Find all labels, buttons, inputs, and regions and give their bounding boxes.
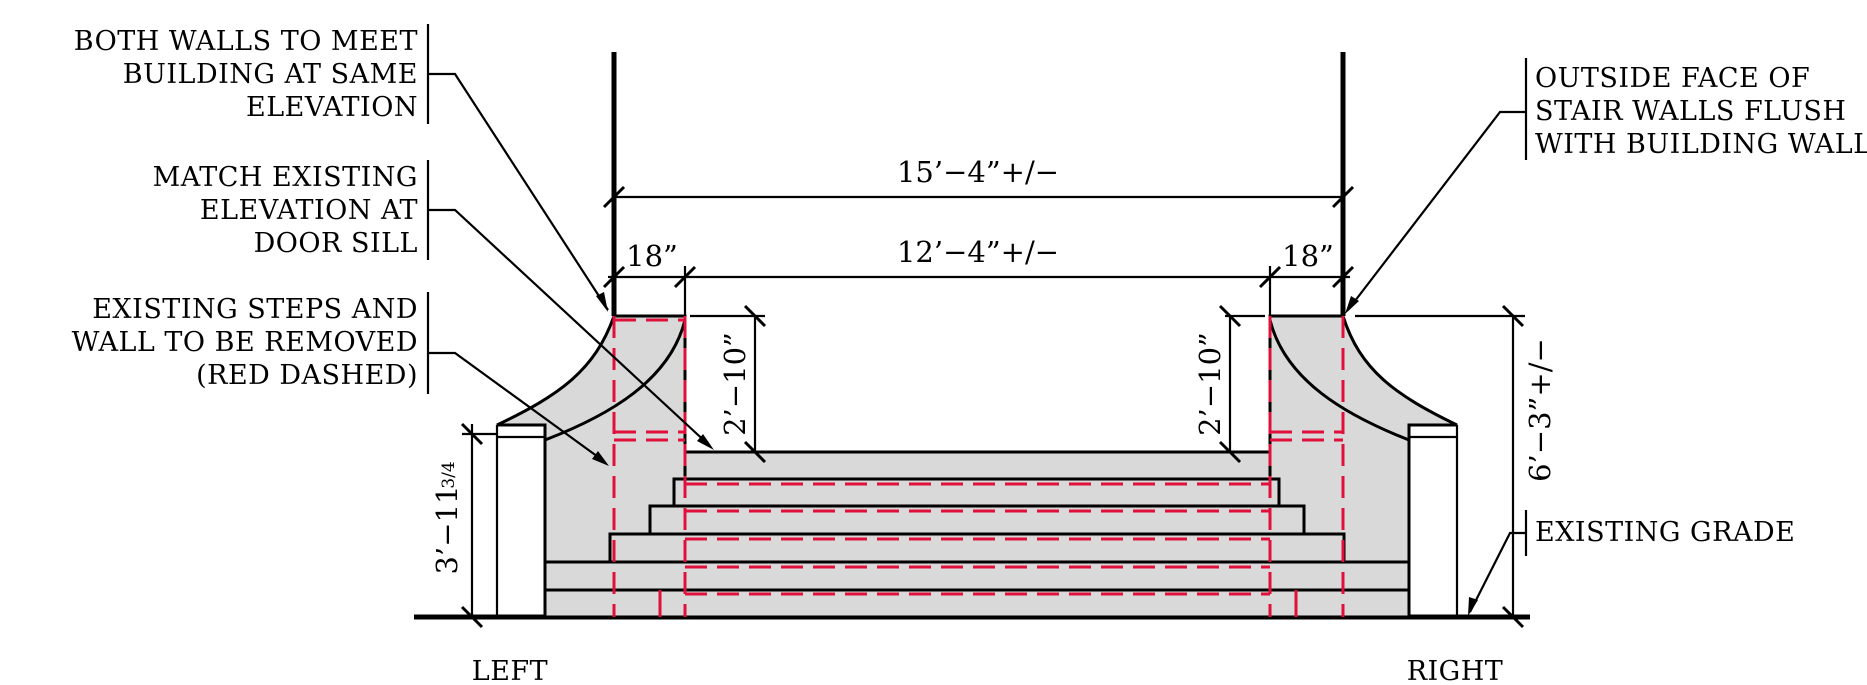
inner-width-label: 12’−4”+/− [897,235,1059,269]
overall-width-tick-right [1331,185,1355,209]
note-outside-face-line-1: OUTSIDE FACE OF [1535,63,1810,94]
left-rise-label: 2’−10” [718,332,752,436]
note-both-walls-leader [428,72,609,311]
total-height-label: 6’−3”+/− [1523,338,1557,482]
left-rise-tick-bot [743,440,767,464]
note-match-existing-line-1: MATCH EXISTING [153,162,418,193]
note-both-walls-line-1: BOTH WALLS TO MEET [74,26,418,57]
note-outside-face-leader [1347,110,1526,311]
note-existing-steps-leader [428,351,606,463]
left-rise-tick-top [743,304,767,328]
note-outside-face-line-2: STAIR WALLS FLUSH [1535,96,1846,127]
note-outside-face-line-3: WITH BUILDING WALL [1535,129,1867,160]
note-existing-steps-line-1: EXISTING STEPS AND [92,294,418,325]
landing [683,450,1272,481]
note-both-walls-line-2: BUILDING AT SAME [123,59,418,90]
note-existing-steps-arrow [592,451,609,466]
total-height-tick-top [1501,304,1525,328]
note-match-existing-line-2: ELEVATION AT [200,195,418,226]
note-existing-steps-line-2: WALL TO BE REMOVED [72,327,418,358]
view-label-right: RIGHT [1407,656,1504,685]
view-label-left: LEFT [472,656,548,685]
left-wall-cap-inner-curve [544,319,687,442]
overall-width-tick-left [602,185,626,209]
inner-width-tick-4 [1331,265,1355,289]
note-both-walls-arrow [596,292,608,312]
right-rise-label: 2’−10” [1193,332,1227,436]
inner-width-tick-1 [602,265,626,289]
right-wall-thickness-label: 18” [1282,239,1334,273]
note-match-existing-line-3: DOOR SILL [254,228,418,259]
note-existing-grade-arrow [1468,597,1478,616]
end-wall-tick-bot [460,605,484,629]
note-existing-grade-leader [1469,531,1526,613]
right-wall-cap-inner-curve [1268,319,1410,442]
left-wall-thickness-label: 18” [626,239,678,273]
right-rise-tick-bot [1218,440,1242,464]
note-outside-face-arrow [1345,296,1359,314]
total-height-tick-bot [1501,605,1525,629]
end-wall-height-label: 3’−11 [430,486,464,575]
note-existing-grade-label: EXISTING GRADE [1535,517,1795,548]
right-rise-tick-top [1218,304,1242,328]
end-wall-height-fraction: 3/4 [439,461,459,488]
end-wall-tick-top [460,422,484,446]
overall-width-label: 15’−4”+/− [897,155,1059,189]
note-match-existing-arrow [697,434,714,450]
note-match-existing-leader [428,208,711,447]
note-both-walls-line-3: ELEVATION [246,92,418,123]
note-existing-steps-line-3: (RED DASHED) [196,360,418,391]
